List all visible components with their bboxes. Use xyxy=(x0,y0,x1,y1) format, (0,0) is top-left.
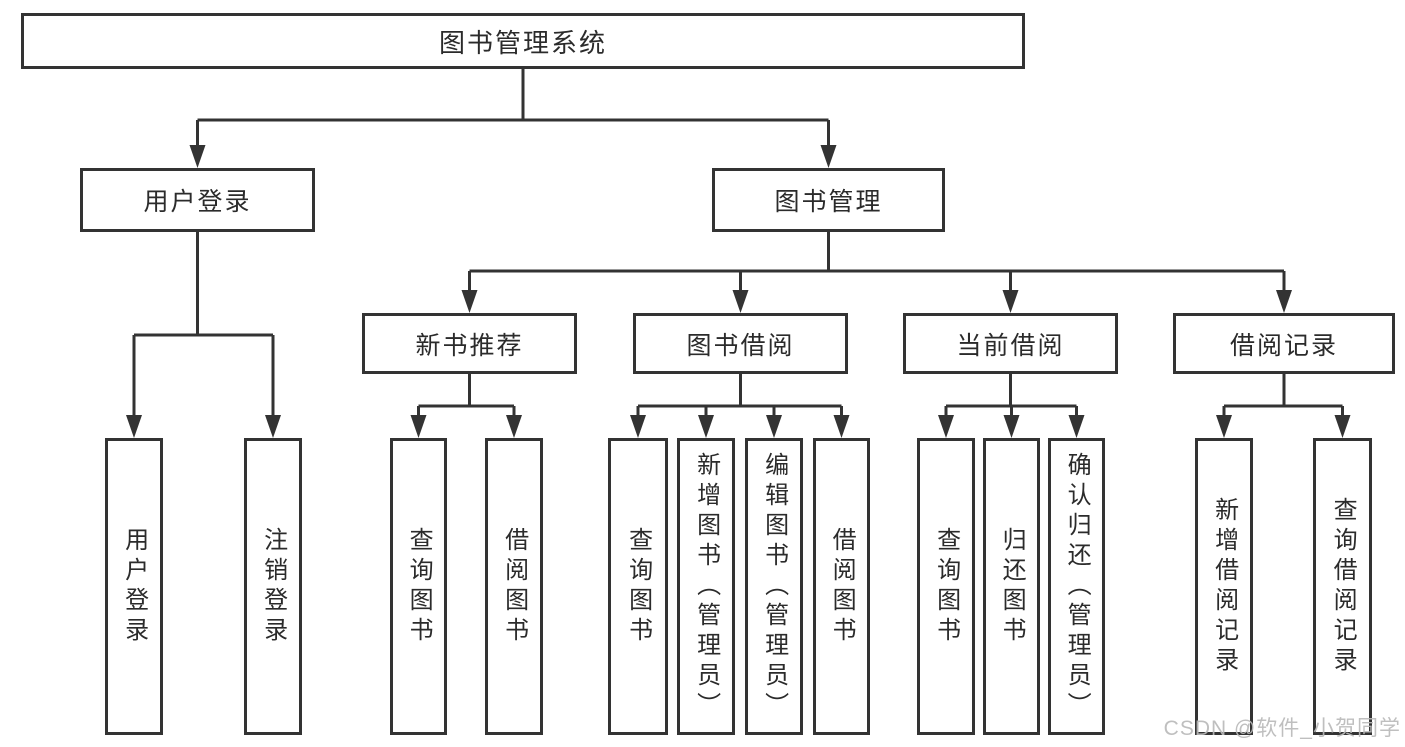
node-book-management-label: 图书管理 xyxy=(774,188,883,216)
leaf-add-book-admin-label: 新增图书（管理员） xyxy=(692,451,720,722)
node-book-borrow: 图书借阅 xyxy=(633,313,848,374)
leaf-borrow-book-label: 借阅图书 xyxy=(828,526,856,647)
leaf-edit-book-admin: 编辑图书（管理员） xyxy=(745,438,803,735)
leaf-add-borrow-record-label: 新增借阅记录 xyxy=(1210,496,1238,677)
node-new-book-recommend-label: 新书推荐 xyxy=(415,331,524,360)
arrowheads xyxy=(126,145,1351,438)
node-new-book-recommend: 新书推荐 xyxy=(362,313,577,374)
node-current-borrow-label: 当前借阅 xyxy=(956,331,1065,360)
leaf-logout-label: 注销登录 xyxy=(259,526,287,647)
leaf-query-book-borrow: 查询图书 xyxy=(608,438,668,735)
leaf-borrow-book-recommend: 借阅图书 xyxy=(485,438,543,735)
leaf-query-borrow-record: 查询借阅记录 xyxy=(1313,438,1372,735)
node-user-login-label: 用户登录 xyxy=(143,188,252,216)
leaf-borrow-book-recommend-label: 借阅图书 xyxy=(500,526,528,647)
leaf-query-book-current-label: 查询图书 xyxy=(932,526,960,647)
leaf-return-book: 归还图书 xyxy=(983,438,1040,735)
node-book-borrow-label: 图书借阅 xyxy=(686,331,795,360)
leaf-user-login-label: 用户登录 xyxy=(120,526,148,647)
node-user-login: 用户登录 xyxy=(80,168,315,232)
leaf-query-book-current: 查询图书 xyxy=(917,438,975,735)
node-borrow-records-label: 借阅记录 xyxy=(1229,331,1338,360)
leaf-logout: 注销登录 xyxy=(244,438,302,735)
leaf-query-book-recommend-label: 查询图书 xyxy=(405,526,433,647)
node-root-label: 图书管理系统 xyxy=(438,27,607,58)
leaf-add-borrow-record: 新增借阅记录 xyxy=(1195,438,1253,735)
leaf-return-book-label: 归还图书 xyxy=(998,526,1026,647)
node-root: 图书管理系统 xyxy=(21,13,1025,69)
leaf-add-book-admin: 新增图书（管理员） xyxy=(677,438,735,735)
leaf-edit-book-admin-label: 编辑图书（管理员） xyxy=(760,451,788,722)
leaf-user-login: 用户登录 xyxy=(105,438,163,735)
leaf-query-borrow-record-label: 查询借阅记录 xyxy=(1329,496,1357,677)
node-borrow-records: 借阅记录 xyxy=(1173,313,1395,374)
leaf-confirm-return-admin-label: 确认归还（管理员） xyxy=(1063,451,1091,722)
leaf-query-book-recommend: 查询图书 xyxy=(390,438,447,735)
csdn-watermark: CSDN @软件_小贺同学 xyxy=(1163,717,1401,740)
node-book-management: 图书管理 xyxy=(712,168,945,232)
node-current-borrow: 当前借阅 xyxy=(903,313,1118,374)
leaf-confirm-return-admin: 确认归还（管理员） xyxy=(1048,438,1105,735)
leaf-borrow-book: 借阅图书 xyxy=(813,438,870,735)
leaf-query-book-borrow-label: 查询图书 xyxy=(624,526,652,647)
